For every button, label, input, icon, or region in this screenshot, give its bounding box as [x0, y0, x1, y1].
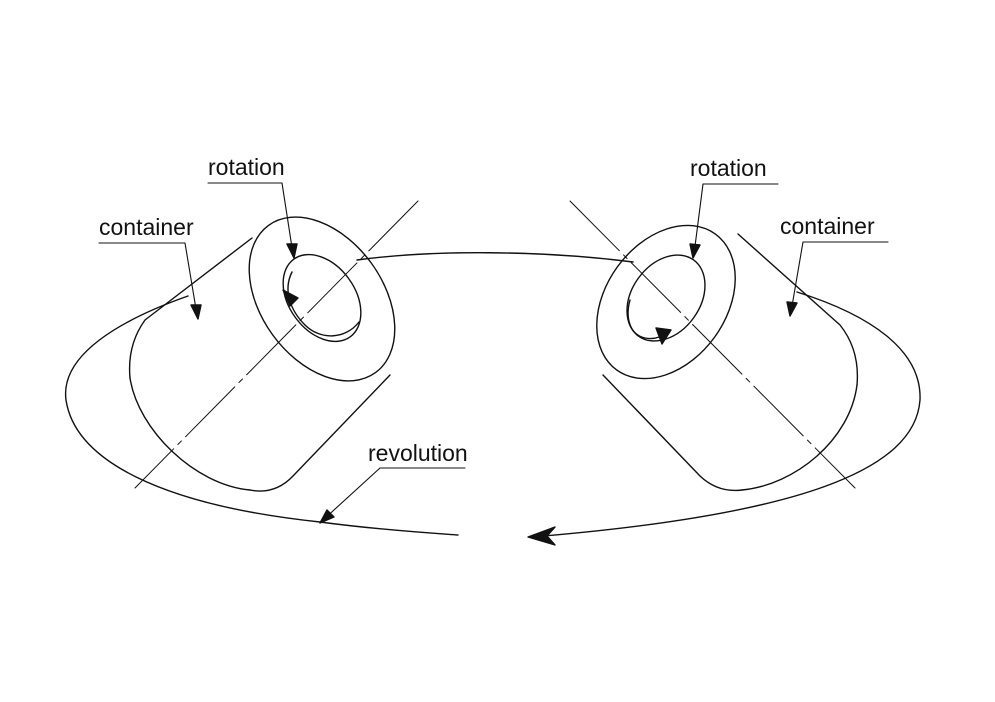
orbit-top-arc [356, 252, 634, 263]
left-cylinder-bottom-edge [249, 374, 391, 492]
left-container-leader [98, 242, 198, 316]
revolution-leader [322, 467, 466, 521]
right-container-label: container [780, 213, 875, 239]
right-axis-centerline [569, 200, 856, 489]
right-cylinder-top-edge [737, 233, 859, 386]
orbit-left-arc [65, 295, 459, 536]
left-rotation-leader-arrow [286, 243, 298, 259]
left-rotation-arrowhead [282, 289, 299, 307]
right-container-leader-arrow [786, 301, 798, 317]
right-cylinder-bottom-edge [602, 374, 743, 492]
left-cylinder-base-curve [129, 377, 251, 491]
right-rotation-leader-arrow [689, 243, 701, 259]
orbit-arrowhead [527, 526, 556, 546]
revolution-label: revolution [368, 440, 468, 466]
left-cylinder-top-edge [128, 237, 253, 379]
right-cylinder-base-curve [741, 384, 858, 491]
left-rotation-arc [287, 271, 360, 337]
right-rotation-arrowhead [655, 327, 672, 345]
left-container-leader-arrow [190, 304, 202, 320]
left-rotation-leader [207, 182, 294, 255]
left-axis-centerline [134, 200, 419, 489]
left-rotation-label: rotation [208, 154, 285, 180]
right-rotation-label: rotation [690, 155, 767, 181]
orbit-right-arc [531, 291, 921, 538]
left-container-cylinder [128, 216, 396, 492]
left-cylinder-top-face [248, 216, 396, 382]
right-container-leader [790, 241, 889, 313]
left-cylinder-inner-hole [282, 253, 362, 343]
right-rotation-leader [693, 183, 779, 255]
revolution-leader-arrow [319, 509, 335, 524]
right-cylinder-top-face [596, 224, 736, 380]
left-container-label: container [99, 214, 194, 240]
